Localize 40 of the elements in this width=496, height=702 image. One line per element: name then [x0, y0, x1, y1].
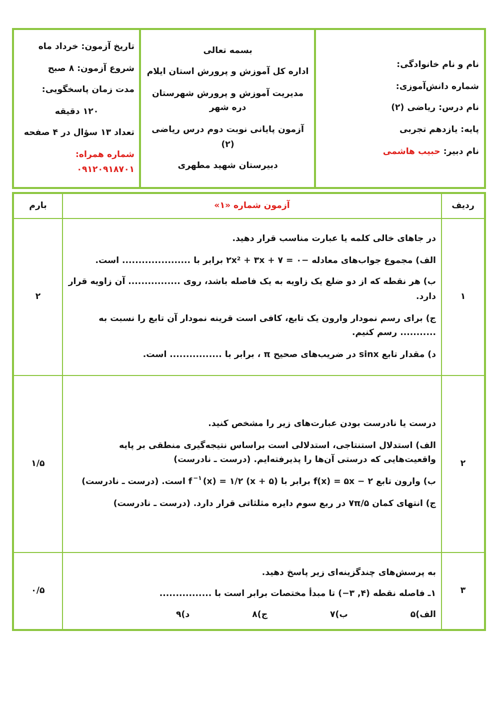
question-text: الف) مجموع جواب‌های معادله −۲x² + ۳x + ۷ = ۰ برابر با ..................... است. [94, 254, 436, 268]
question-text: ج) برای رسم نمودار وارون یک تابع، کافی است قرینه نمودار آن تابع را نسبت به ........... رسم کنیم. [98, 312, 436, 340]
header-text: اداره کل آموزش و پرورش استان ایلام [146, 65, 310, 80]
option-text: الف)۵ [410, 610, 436, 620]
column-header: ردیف [450, 201, 476, 212]
row-number: ۳ [459, 586, 467, 596]
phone-number: شماره همراه: ۰۹۱۲۰۹۱۸۷۰۱ [74, 149, 134, 177]
question-text: د) مقدار تابع sinx در ضریب‌های صحیح π ، برابر با ................ است. [142, 348, 436, 362]
score: ۲ [34, 292, 42, 302]
header-text: بسمه تعالی [202, 44, 254, 58]
exam-info-text: ۱۲۰ دقیقه [54, 106, 100, 119]
question-text: ۱ـ فاصله نقطه (۴, ۳−) تا مبدأ مختصات برابر است با ................ [158, 587, 436, 602]
row-number: ۲ [459, 459, 467, 470]
row-number: ۱ [459, 292, 467, 302]
info-label: نام دبیر: [443, 146, 479, 157]
option-text: د)۹ [176, 610, 190, 620]
exam-info-text: شروع آزمون: ۸ صبح [46, 62, 134, 76]
score: ۱/۵ [30, 459, 46, 470]
teacher-name: حبیب هاشمی [382, 146, 440, 157]
question-text: به پرسش‌های چندگزینه‌ای زیر پاسخ دهید. [260, 566, 436, 580]
header-text: مدیریت آموزش و پرورش شهرستان دره شهر [150, 87, 305, 116]
question-text: الف) استدلال استنتاجی، استدلالی است براساس نتیجه‌گیری منطقی بر پایه واقعیت‌هایی که درستی آن‌ها را پذیرفته‌ایم. (درست ـ نادرست) [118, 439, 436, 468]
header-text: آزمون پایانی نوبت دوم درس ریاضی (۲) [150, 123, 306, 152]
info-text: شماره دانش‌آموزی: [394, 80, 479, 94]
exam-info-text: مدت زمان پاسخگویی: [40, 83, 134, 98]
header-text: دبیرستان شهید مطهری [176, 160, 279, 174]
exam-title: آزمون شماره «۱» [213, 201, 291, 212]
exam-info-text: تعداد ۱۳ سؤال در ۴ صفحه [22, 127, 134, 140]
score: ۰/۵ [30, 586, 46, 596]
info-text: نام درس: ریاضی (۲) [390, 102, 479, 116]
question-text: ج) انتهای کمان ۷π/۵ در ربع سوم دایره مثلثاتی قرار دارد. (درست ـ نادرست) [112, 498, 436, 511]
question-text: درست یا نادرست بودن عبارت‌های زیر را مشخص کنید. [207, 418, 436, 432]
question-text: ب) هر نقطه که از دو ضلع یک زاویه به یک فاصله باشد، روی ................ آن زاویه قرار دارد. [68, 275, 436, 304]
exam-info-text: تاریخ آزمون: خرداد ماه [37, 40, 134, 54]
option-text: ج)۸ [252, 610, 268, 620]
option-text: ب)۷ [330, 610, 348, 620]
info-text: پایه: یازدهم تجربی [398, 124, 479, 137]
column-header: بارم [28, 201, 48, 212]
info-text: نام و نام خانوادگی: [396, 58, 479, 72]
question-text: در جاهای خالی کلمه یا عبارت مناسب قرار دهید. [231, 233, 436, 246]
